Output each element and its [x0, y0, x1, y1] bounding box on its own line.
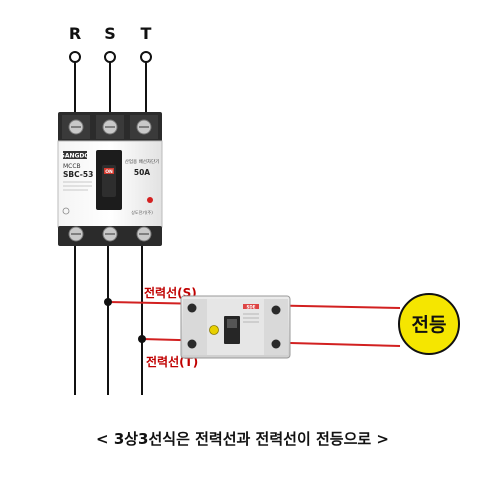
mccb-trip-button	[147, 197, 153, 203]
junction-t	[138, 335, 146, 343]
mccb-brand: SANGDO	[61, 153, 90, 160]
phase-label-s: S	[104, 24, 116, 43]
lamp-label: 전등	[412, 314, 447, 336]
elb-screw-right-bottom	[271, 339, 281, 349]
junction-s	[104, 298, 112, 306]
caption: < 3상3선식은 전력선과 전력선이 전등으로 >	[96, 430, 389, 448]
phase-label-r: R	[69, 24, 81, 43]
terminal-s	[104, 51, 116, 63]
mccb-rating: 50A	[134, 168, 150, 177]
phase-label-t: T	[141, 24, 152, 43]
lamp-circle	[398, 293, 460, 355]
mccb-name: 산업용 배선차단기	[125, 158, 160, 165]
mccb-type: MCCB	[63, 163, 81, 170]
elb-code: SDE	[247, 305, 256, 310]
mccb-on-label: ON	[105, 169, 113, 175]
elb-test-button	[209, 325, 219, 335]
terminal-t	[140, 51, 152, 63]
earth-leakage-breaker: SDE	[180, 295, 291, 359]
mccb-maker: 상도전기(주)	[131, 209, 153, 215]
mccb-model: SBC-53	[63, 170, 93, 179]
mccb-breaker: SANGDO MCCB SBC-53 ON 산업용 배선차단기 50A 상도전기…	[57, 112, 163, 246]
elb-screw-left-bottom	[187, 339, 197, 349]
elb-screw-left-top	[187, 303, 197, 313]
elb-screw-right-top	[271, 305, 281, 315]
terminal-r	[69, 51, 81, 63]
